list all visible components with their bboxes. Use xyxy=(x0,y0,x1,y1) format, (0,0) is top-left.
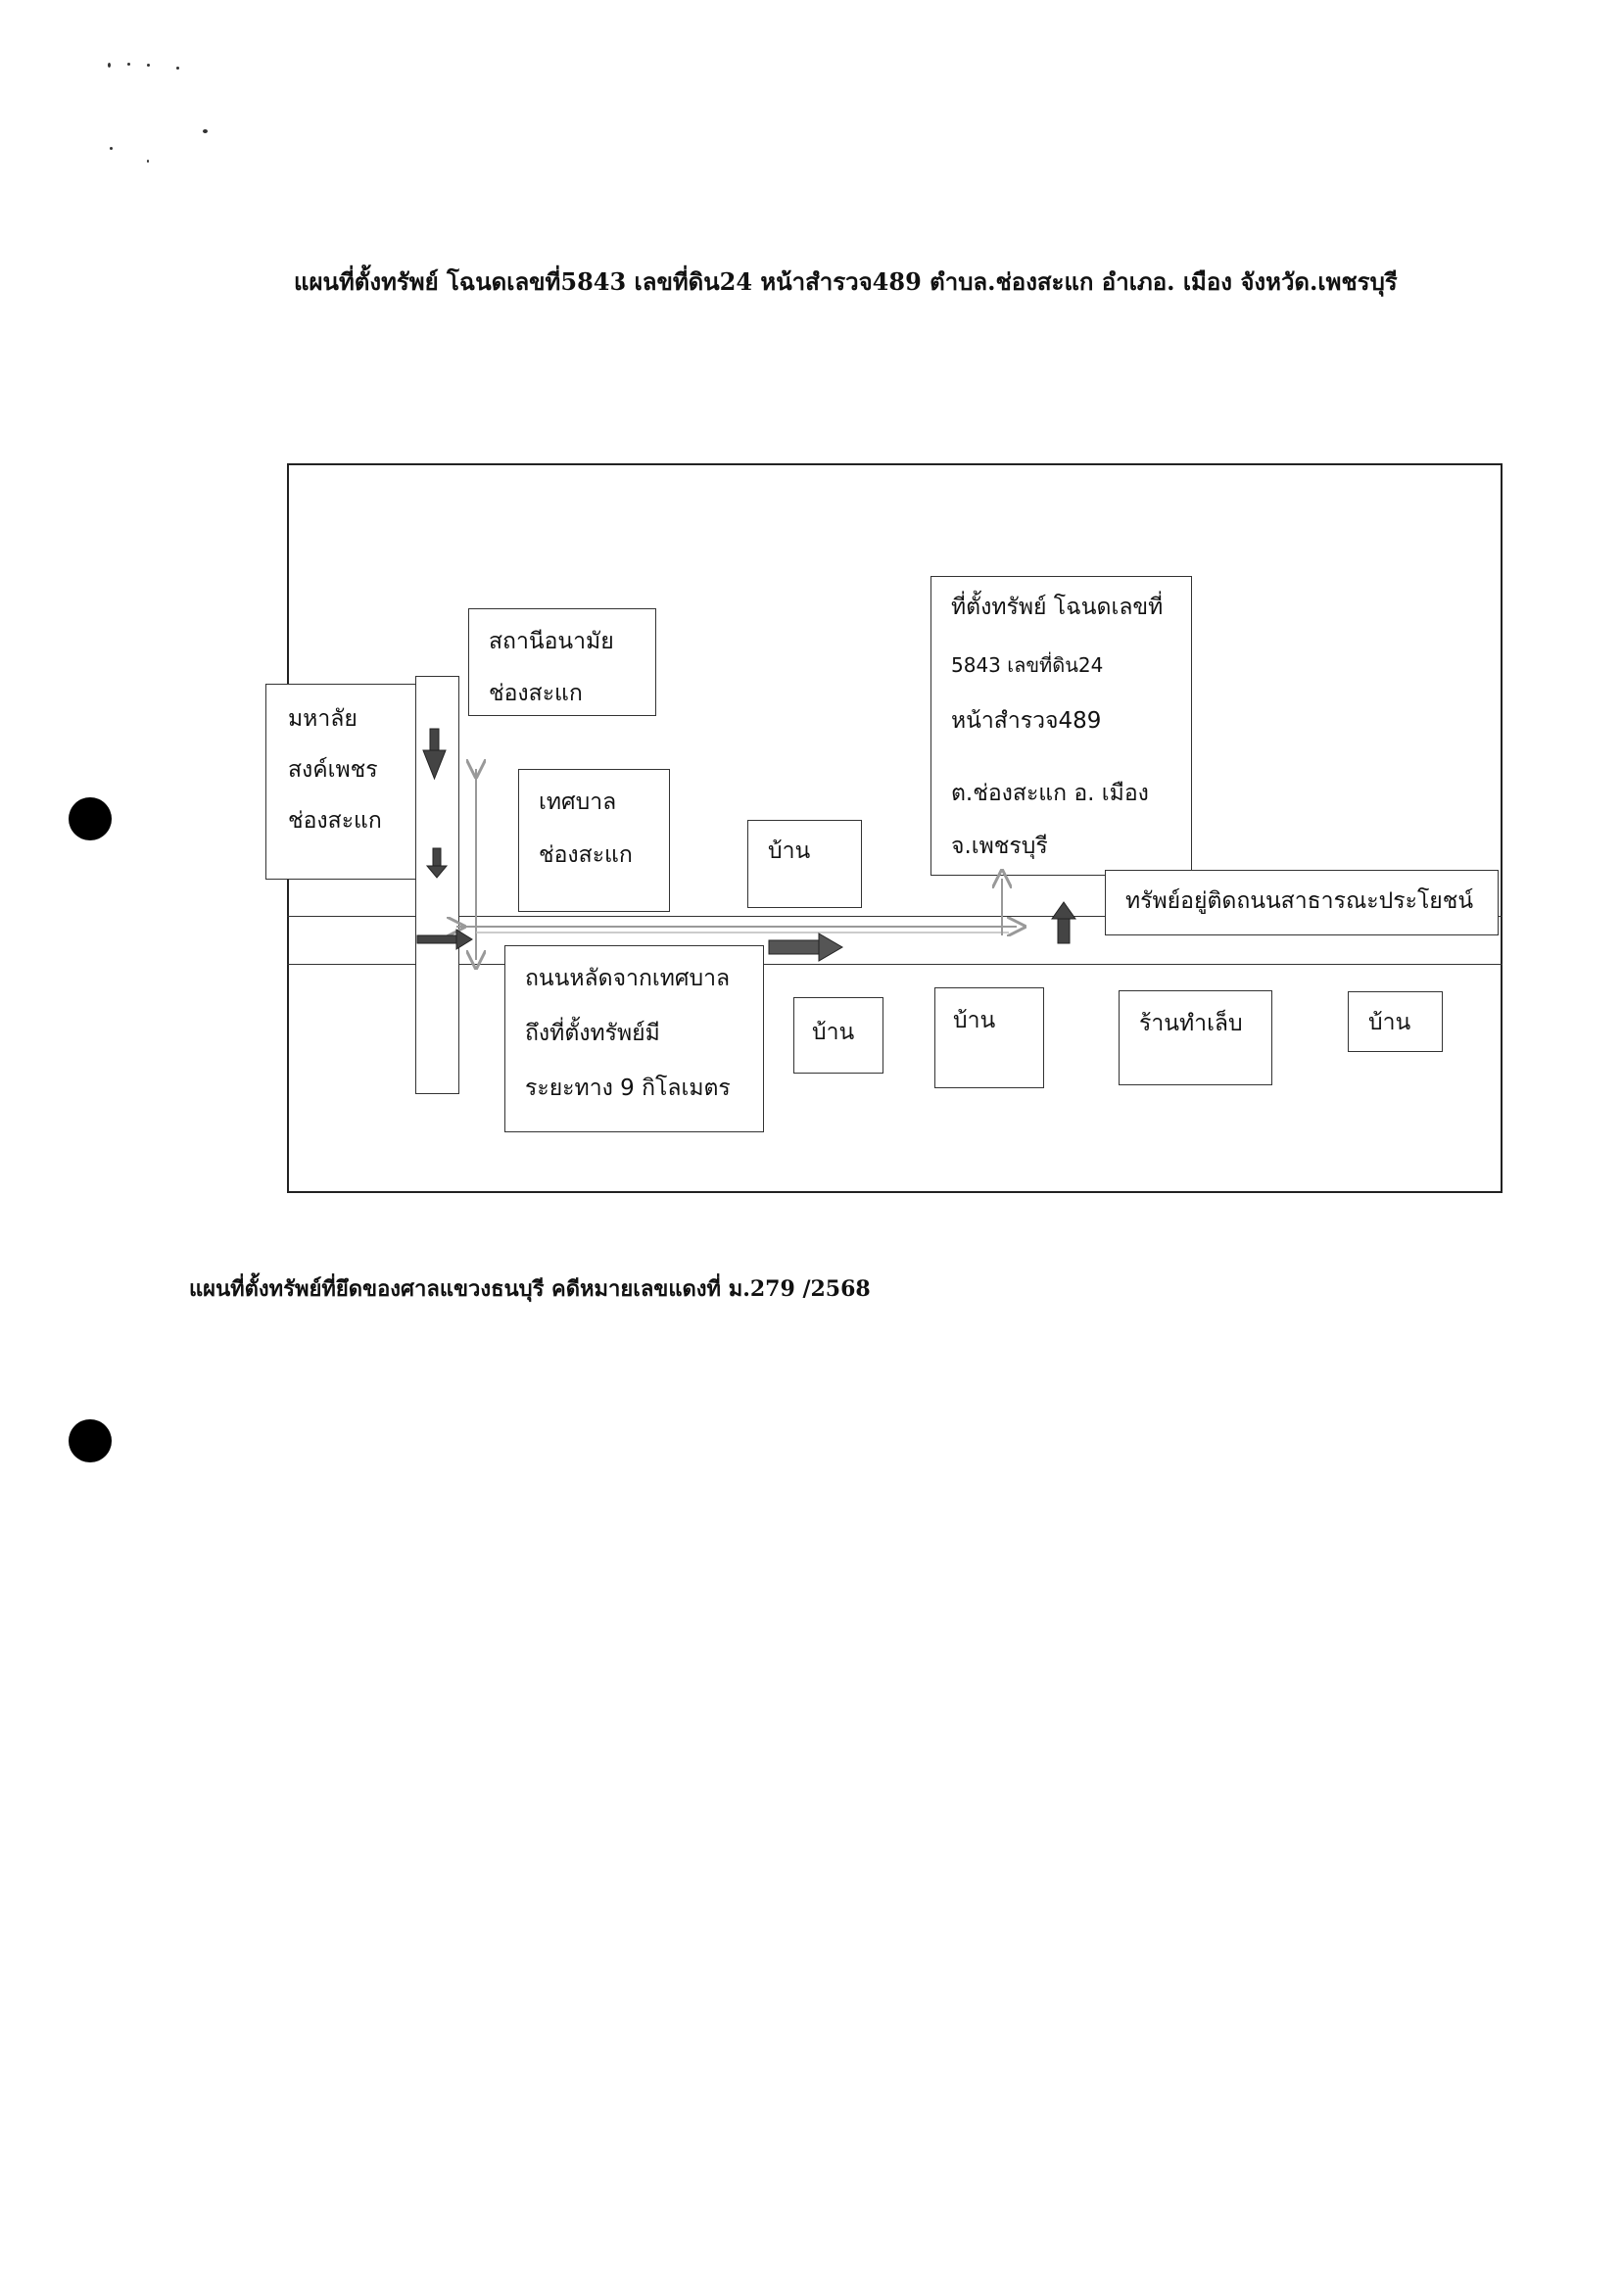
house-lower-1-label: บ้าน xyxy=(812,1020,855,1045)
university-label-1: มหาลัย xyxy=(288,706,358,732)
university-box: มหาลัย สงค์เพชร ช่องสะแก xyxy=(265,684,416,880)
property-label-5: จ.เพชรบุรี xyxy=(951,834,1048,859)
house-lower-3-label: บ้าน xyxy=(1368,1010,1411,1035)
scan-speck xyxy=(127,63,130,66)
house-lower-1-box: บ้าน xyxy=(793,997,883,1074)
house-lower-2-box: บ้าน xyxy=(934,987,1044,1088)
scan-speck xyxy=(147,160,149,163)
page-title: แผนที่ตั้งทรัพย์ โฉนดเลขที่5843 เลขที่ดิ… xyxy=(294,267,1398,296)
university-label-3: ช่องสะแก xyxy=(288,808,382,834)
nail-shop-label: ร้านทำเล็บ xyxy=(1139,1011,1243,1036)
main-road xyxy=(287,916,1503,965)
scan-speck xyxy=(176,67,179,70)
down-arrow-2 xyxy=(425,847,449,879)
house-upper-label: บ้าน xyxy=(768,838,811,864)
university-label-2: สงค์เพชร xyxy=(288,757,378,783)
binder-hole-top xyxy=(69,797,112,840)
scan-speck xyxy=(147,64,150,67)
property-label-3: หน้าสำรวจ489 xyxy=(951,708,1102,734)
property-label-4: ต.ช่องสะแก อ. เมือง xyxy=(951,781,1149,806)
document-caption: แผนที่ตั้งทรัพย์ที่ยึดของศาลแขวงธนบุรี ค… xyxy=(189,1276,871,1302)
municipality-label-2: ช่องสะแก xyxy=(539,842,633,868)
main-road-label-2: ถึงที่ตั้งทรัพย์มี xyxy=(525,1021,660,1046)
property-box: ที่ตั้งทรัพย์ โฉนดเลขที่ 5843 เลขที่ดิน2… xyxy=(930,576,1192,876)
down-arrow-1 xyxy=(422,728,447,781)
public-road-note-label: ทรัพย์อยู่ติดถนนสาธารณะประโยชน์ xyxy=(1125,888,1474,914)
house-lower-3-box: บ้าน xyxy=(1348,991,1443,1052)
public-road-note-box: ทรัพย์อยู่ติดถนนสาธารณะประโยชน์ xyxy=(1105,870,1499,935)
property-label-1: ที่ตั้งทรัพย์ โฉนดเลขที่ xyxy=(951,595,1164,620)
main-road-description-box: ถนนหลัดจากเทศบาล ถึงที่ตั้งทรัพย์มี ระยะ… xyxy=(504,945,764,1132)
health-station-box: สถานีอนามัย ช่องสะแก xyxy=(468,608,656,716)
main-road-label-3: ระยะทาง 9 กิโลเมตร xyxy=(525,1076,731,1101)
scan-speck xyxy=(110,147,113,150)
scan-speck xyxy=(108,63,111,68)
scan-speck xyxy=(203,129,208,133)
up-arrow-property xyxy=(1051,901,1076,944)
municipality-label-1: เทศบาล xyxy=(539,789,617,815)
house-upper-box: บ้าน xyxy=(747,820,862,908)
health-station-label-1: สถานีอนามัย xyxy=(489,629,614,654)
house-lower-2-label: บ้าน xyxy=(953,1008,996,1033)
health-station-label-2: ช่องสะแก xyxy=(489,681,583,706)
right-arrow-main xyxy=(768,933,843,962)
property-label-2: 5843 เลขที่ดิน24 xyxy=(951,653,1104,677)
right-arrow-junction xyxy=(416,929,473,950)
municipality-box: เทศบาล ช่องสะแก xyxy=(518,769,670,912)
nail-shop-box: ร้านทำเล็บ xyxy=(1119,990,1272,1085)
main-road-label-1: ถนนหลัดจากเทศบาล xyxy=(525,966,731,991)
binder-hole-bottom xyxy=(69,1419,112,1462)
